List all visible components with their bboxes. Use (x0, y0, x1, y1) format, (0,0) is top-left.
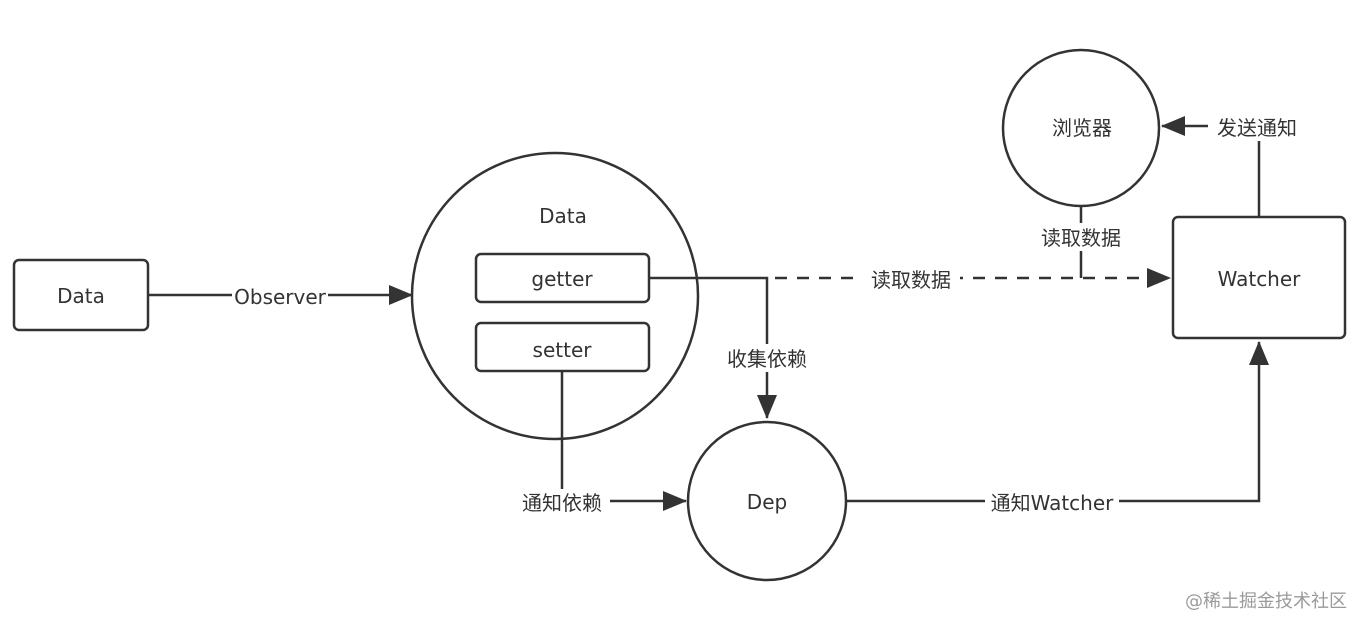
watermark: @稀土掘金技术社区 (1185, 591, 1347, 612)
watcher-label: Watcher (1218, 267, 1302, 291)
edge-collect-deps: 收集依赖 (649, 276, 812, 419)
browser-node: 浏览器 (1001, 48, 1161, 208)
data-box-node: Data (12, 258, 150, 332)
observer-label: Observer (234, 285, 327, 309)
data-circle-label: Data (539, 204, 587, 228)
edge-read-data-dashed: 读取数据 (775, 265, 1171, 293)
edge-notify-watcher: 通知Watcher (846, 341, 1269, 517)
read-data-dashed-label: 读取数据 (871, 268, 951, 292)
dep-label: Dep (747, 490, 787, 514)
data-box-label: Data (57, 284, 105, 308)
collect-deps-label: 收集依赖 (727, 347, 807, 371)
browser-label: 浏览器 (1052, 116, 1112, 140)
send-notify-label: 发送通知 (1217, 116, 1297, 140)
edge-observer: Observer (148, 283, 413, 309)
setter-label: setter (533, 338, 593, 362)
watcher-node: Watcher (1171, 215, 1347, 340)
dep-node: Dep (686, 420, 848, 582)
notify-deps-label: 通知依赖 (522, 491, 602, 515)
getter-node: getter (474, 252, 651, 304)
notify-watcher-label: 通知Watcher (991, 491, 1115, 515)
edge-send-notify: 发送通知 (1161, 113, 1306, 217)
setter-node: setter (474, 321, 651, 373)
edge-notify-deps: 通知依赖 (514, 371, 687, 517)
getter-label: getter (531, 267, 593, 291)
edge-read-data-vertical: 读取数据 (1035, 206, 1127, 278)
read-data-vertical-label: 读取数据 (1041, 226, 1121, 250)
